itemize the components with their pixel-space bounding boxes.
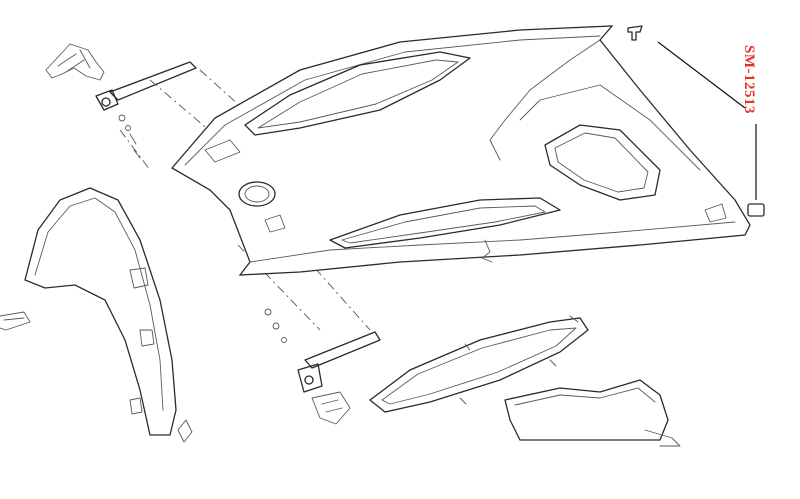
lower-hinge-assembly (264, 308, 381, 425)
hood-panel (170, 25, 751, 276)
vent-insert (368, 315, 589, 413)
top-fastener (627, 25, 746, 109)
right-clip (747, 124, 765, 217)
top-left-bracket-fragment (45, 43, 105, 81)
bottom-right-bracket (504, 379, 681, 447)
left-edge-fragment (0, 311, 31, 331)
part-number-label: SM-12513 (741, 44, 757, 114)
left-side-panel (24, 187, 193, 443)
upper-hinge-assembly (95, 61, 197, 159)
